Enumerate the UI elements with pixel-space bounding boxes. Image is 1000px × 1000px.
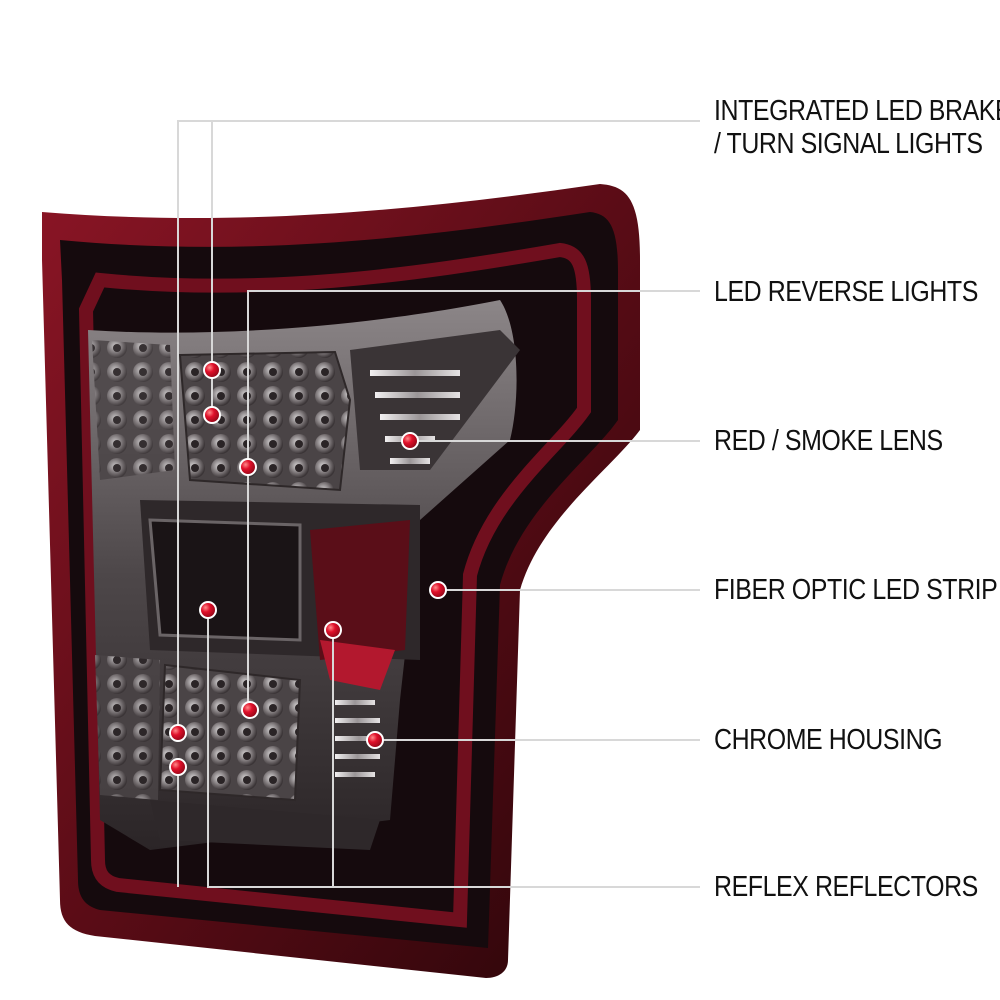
marker-dot: [239, 458, 257, 476]
callout-led-reverse: LED REVERSE LIGHTS: [714, 276, 978, 309]
callout-text: RED / SMOKE LENS: [714, 425, 943, 457]
marker-dot: [169, 758, 187, 776]
callout-text: INTEGRATED LED BRAKE: [714, 95, 1000, 127]
lower-led-cluster: [95, 655, 302, 802]
marker-dot: [401, 432, 419, 450]
callout-text: REFLEX REFLECTORS: [714, 871, 978, 903]
center-housing: [140, 500, 420, 690]
callout-text: / TURN SIGNAL LIGHTS: [714, 128, 983, 160]
upper-led-cluster: [92, 340, 352, 492]
marker-dot: [324, 621, 342, 639]
callout-text: CHROME HOUSING: [714, 724, 943, 756]
marker-dot: [203, 406, 221, 424]
callout-lens: RED / SMOKE LENS: [714, 425, 943, 458]
marker-dot: [203, 361, 221, 379]
marker-dot: [366, 731, 384, 749]
marker-dot: [241, 701, 259, 719]
marker-dot: [199, 601, 217, 619]
callout-reflex-reflectors: REFLEX REFLECTORS: [714, 871, 978, 904]
callout-integrated-led: INTEGRATED LED BRAKE / TURN SIGNAL LIGHT…: [714, 95, 1000, 161]
leader-lines: [177, 120, 700, 888]
callout-text: FIBER OPTIC LED STRIP: [714, 574, 998, 606]
marker-dot: [169, 724, 187, 742]
callout-text: LED REVERSE LIGHTS: [714, 276, 978, 308]
callout-chrome-housing: CHROME HOUSING: [714, 724, 943, 757]
callout-markers: [169, 361, 447, 776]
marker-dot: [429, 581, 447, 599]
callout-fiber-optic: FIBER OPTIC LED STRIP: [714, 574, 998, 607]
